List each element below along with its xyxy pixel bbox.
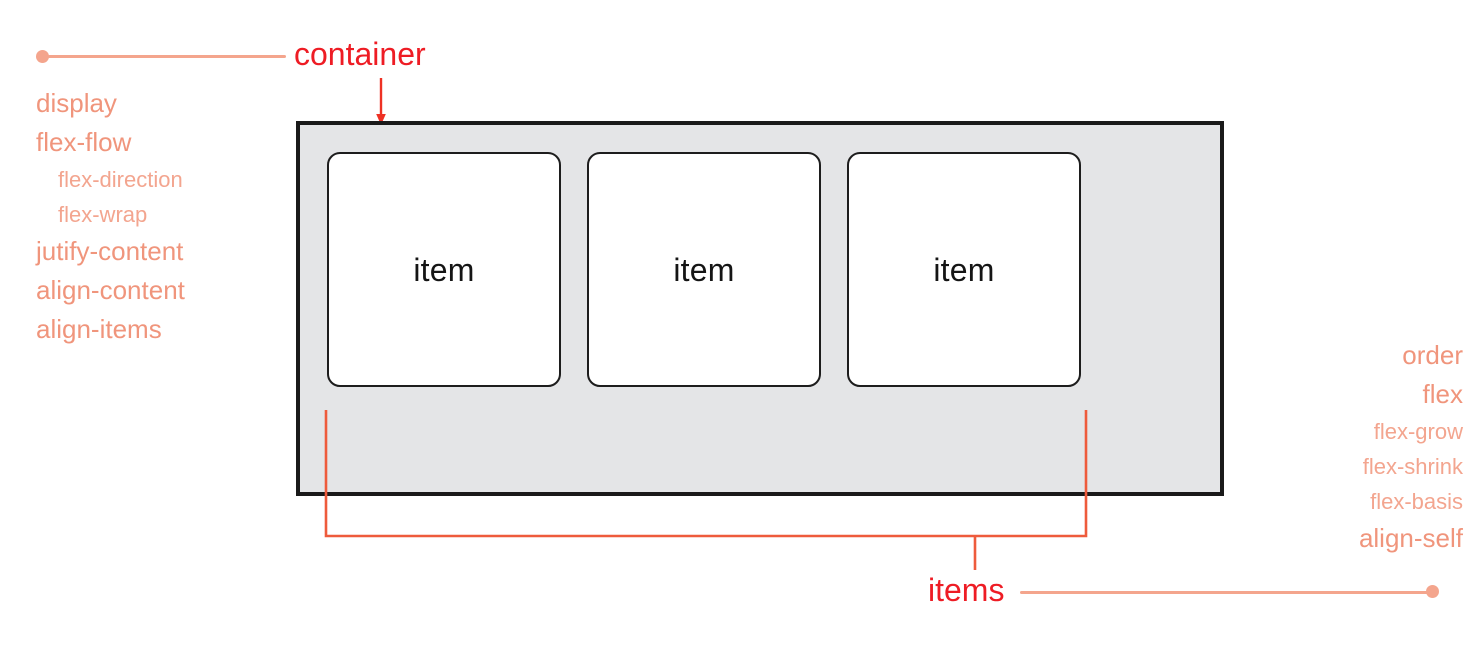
flex-container-box: item item item (296, 121, 1224, 496)
property-flex-direction: flex-direction (58, 167, 183, 192)
item-properties-list: order flex flex-grow flex-shrink flex-ba… (1288, 336, 1463, 558)
property-align-items: align-items (36, 314, 162, 344)
property-flex-wrap: flex-wrap (58, 202, 148, 227)
property-align-self: align-self (1358, 523, 1463, 553)
flex-item-2: item (587, 152, 821, 387)
property-flex: flex (1422, 379, 1463, 409)
flex-item-3: item (847, 152, 1081, 387)
items-bracket (324, 410, 1088, 570)
property-flex-grow: flex-grow (1373, 419, 1463, 444)
container-arrow-icon (376, 78, 386, 125)
container-properties-list: display flex-flow flex-direction flex-wr… (36, 84, 286, 349)
flex-item-3-label: item (933, 251, 995, 288)
property-flex-shrink: flex-shrink (1362, 454, 1463, 479)
items-leader-line (1020, 591, 1434, 594)
property-justify-content: jutify-content (36, 236, 184, 266)
container-leader-dot (36, 50, 49, 63)
property-align-content: align-content (36, 275, 185, 305)
flex-item-1: item (327, 152, 561, 387)
property-flex-basis: flex-basis (1370, 489, 1463, 514)
items-leader-dot (1426, 585, 1439, 598)
property-order: order (1402, 340, 1463, 370)
flex-item-2-label: item (673, 251, 735, 288)
items-label: items (928, 572, 1005, 608)
property-flex-flow: flex-flow (36, 127, 132, 157)
property-display: display (36, 88, 117, 118)
container-label: container (294, 36, 426, 72)
flex-item-1-label: item (413, 251, 475, 288)
container-leader-line (48, 55, 286, 58)
